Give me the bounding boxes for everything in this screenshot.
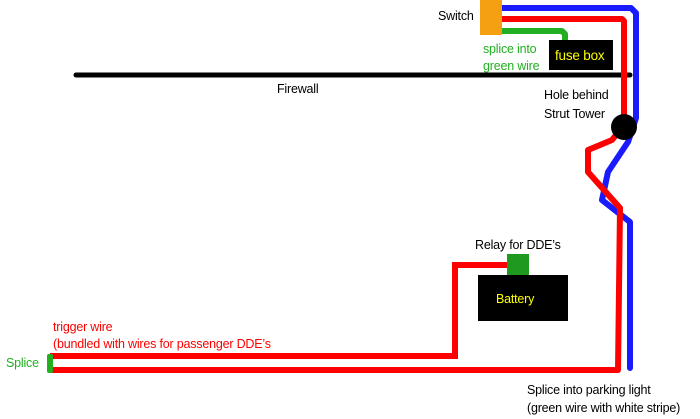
switch-block: [480, 0, 502, 35]
parking-light-label-1: Splice into parking light: [527, 383, 651, 397]
firewall-label: Firewall: [277, 82, 319, 96]
battery-label: Battery: [496, 292, 535, 306]
red-trigger-wire: [50, 262, 510, 359]
splice-label: Splice: [6, 356, 39, 370]
green-wire: [497, 28, 568, 44]
relay-label: Relay for DDE’s: [475, 238, 561, 252]
trigger-wire-label-2: (bundled with wires for passenger DDE’s: [53, 337, 271, 351]
hole-label-1: Hole behind: [544, 88, 609, 102]
battery-box: Battery: [478, 275, 568, 321]
splice-green-label-1: splice into: [483, 42, 537, 56]
hole-label-2: Strut Tower: [544, 107, 605, 121]
red-wire-main: [50, 16, 627, 373]
splice-green-label-2: green wire: [483, 59, 540, 73]
splice-marker: [47, 354, 53, 373]
switch-label: Switch: [438, 9, 474, 23]
fuse-box: fuse box: [549, 40, 613, 70]
parking-light-label-2: (green wire with white stripe): [527, 401, 681, 415]
relay-block: [507, 254, 529, 275]
trigger-wire-label-1: trigger wire: [53, 320, 113, 334]
fuse-box-label: fuse box: [555, 48, 605, 63]
strut-tower-hole: [611, 114, 637, 140]
